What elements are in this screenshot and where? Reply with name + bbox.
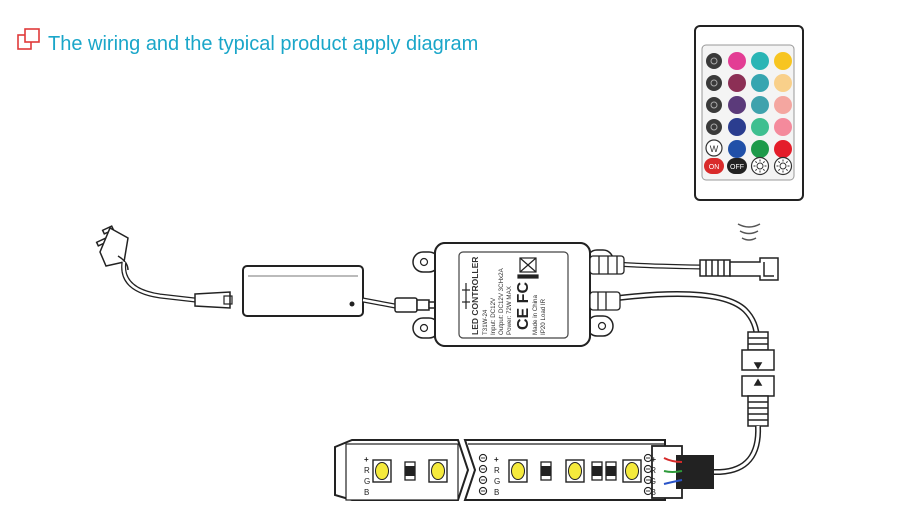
remote-color-button <box>728 74 746 92</box>
cable-strain-relief <box>589 255 625 275</box>
blue-wire <box>663 479 683 485</box>
remote-function-button <box>706 75 722 91</box>
controller-label-line: Made in China <box>532 295 539 335</box>
strip-pin-label: + <box>364 455 369 464</box>
remote-color-button <box>774 96 792 114</box>
ac-cord-sleeve <box>194 291 231 309</box>
output-strain-relief <box>589 291 621 311</box>
strip-pin-label: B <box>651 488 656 497</box>
remote-color-button <box>751 74 769 92</box>
rgb-connector-male <box>741 331 775 371</box>
ir-signal-icon <box>737 223 761 241</box>
remote-white-button <box>705 139 723 157</box>
controller-label-line: IP20 Load IR <box>540 298 547 335</box>
strip-pin-label: G <box>364 477 370 486</box>
remote-on-button <box>704 158 724 174</box>
strip-pin-label: G <box>494 477 500 486</box>
strip-pin-label: + <box>494 455 499 464</box>
remote-color-button <box>774 140 792 158</box>
remote-color-button <box>774 74 792 92</box>
ir-remote-control: W ON OFF <box>694 25 804 201</box>
remote-color-button <box>751 118 769 136</box>
red-wire <box>663 457 683 463</box>
strip-pin-label: B <box>494 488 499 497</box>
remote-function-button <box>706 97 722 113</box>
ir-receiver-head <box>699 257 779 281</box>
remote-color-button <box>728 52 746 70</box>
remote-color-button <box>774 52 792 70</box>
remote-off-button <box>727 158 747 174</box>
strip-pin-label: R <box>494 466 500 475</box>
page-title: The wiring and the typical product apply… <box>48 33 478 55</box>
strip-pin-label: R <box>364 466 370 475</box>
rgb-connector-female <box>741 375 775 427</box>
controller-label-line: Power: 72W MAX <box>506 286 513 335</box>
remote-function-button <box>706 53 722 69</box>
title-bullet-icon <box>17 28 40 50</box>
led-strip: +RGB+RGB+RGB <box>334 439 714 501</box>
remote-color-button <box>728 140 746 158</box>
remote-function-button <box>706 119 722 135</box>
remote-color-button <box>751 52 769 70</box>
remote-color-button <box>751 140 769 158</box>
remote-color-button <box>774 118 792 136</box>
remote-color-button <box>728 118 746 136</box>
remote-on-label: ON <box>709 164 720 171</box>
remote-white-label: W <box>710 144 719 154</box>
dc-jack <box>394 297 436 313</box>
controller-label-line: LED CONTROLLER <box>470 257 480 335</box>
strip-pin-label: R <box>650 466 656 475</box>
remote-color-button <box>728 96 746 114</box>
ce-fcc-marks: CE FC <box>515 282 532 330</box>
strip-pin-label: G <box>650 477 656 486</box>
power-plug <box>95 225 129 271</box>
ac-cord <box>121 261 196 303</box>
controller-label-line: T31W-24 <box>482 309 489 335</box>
weee-bin-icon <box>517 257 539 279</box>
controller-label-line: Input: DC12V <box>490 297 497 335</box>
remote-off-label: OFF <box>730 164 744 171</box>
green-wire <box>663 470 683 473</box>
strip-pin-label: B <box>364 488 369 497</box>
controller-label-line: Output: DC12V 3CHx2A <box>498 267 505 335</box>
remote-color-button <box>751 96 769 114</box>
power-adapter <box>242 265 364 317</box>
strip-pin-label: + <box>651 455 656 464</box>
